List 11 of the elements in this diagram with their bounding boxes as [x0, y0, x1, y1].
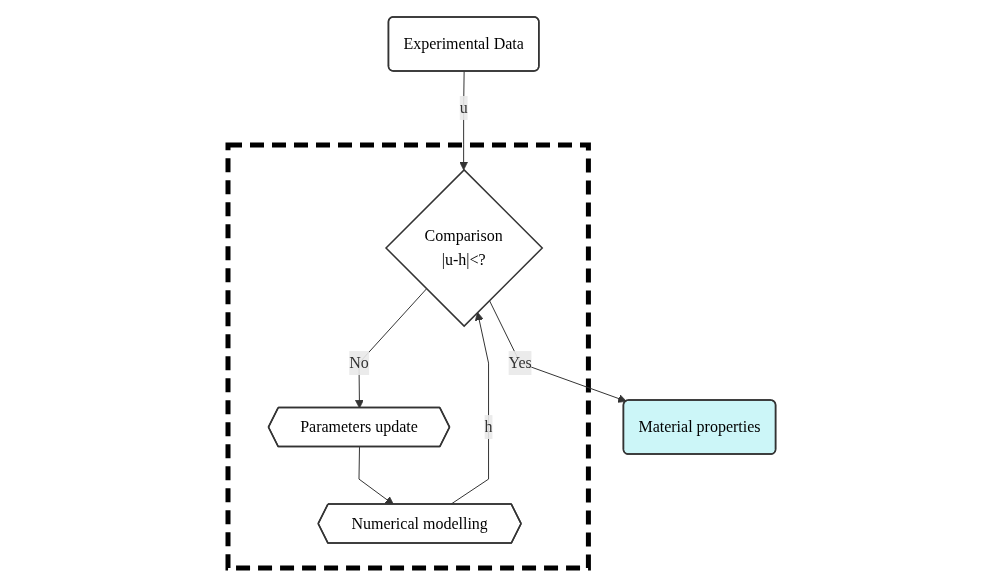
arrow: [450, 311, 490, 506]
edge-label: u: [459, 98, 468, 116]
edge-label: No: [349, 354, 369, 372]
cluster: [225, 142, 592, 571]
arrow: [358, 446, 395, 505]
edge-label: h: [484, 418, 493, 436]
arrow: [489, 299, 627, 403]
edge-label: Yes: [508, 354, 533, 372]
node-diamond: Comparison |u-h|<?: [385, 168, 544, 328]
arrow: [355, 288, 428, 409]
arrow: [459, 70, 469, 171]
